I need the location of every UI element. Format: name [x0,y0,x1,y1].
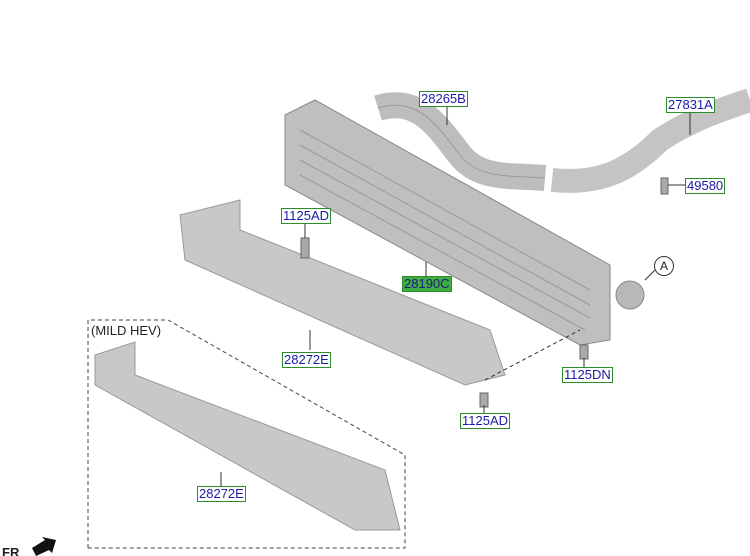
bolt-1125ad-top [300,237,310,259]
mild-hev-boundary [87,319,406,549]
part-label-28272e-mild-hev[interactable]: 28272E [197,486,246,502]
air-guide-28272e [179,199,506,386]
reference-marker-a: A [654,256,674,276]
part-label-1125ad-bottom[interactable]: 1125AD [460,413,511,429]
bolt-1125ad-bottom [479,392,489,408]
part-label-27831a[interactable]: 27831A [666,97,715,113]
direction-label: FR [2,545,20,556]
part-label-1125dn[interactable]: 1125DN [562,367,613,383]
bolt-49580 [660,177,669,195]
part-label-28190c[interactable]: 28190C [402,276,452,292]
part-label-28272e[interactable]: 28272E [282,352,331,368]
air-guide-28272e-mild-hev [94,341,401,531]
part-label-49580[interactable]: 49580 [685,178,726,194]
part-label-28265b[interactable]: 28265B [419,91,468,107]
bolt-1125dn [579,344,589,360]
mild-hev-note: (MILD HEV) [91,323,162,338]
hose-27831a [550,88,750,193]
part-label-1125ad-top[interactable]: 1125AD [281,208,332,224]
front-direction-arrow-icon [32,537,56,556]
intercooler-28190c [284,99,611,346]
